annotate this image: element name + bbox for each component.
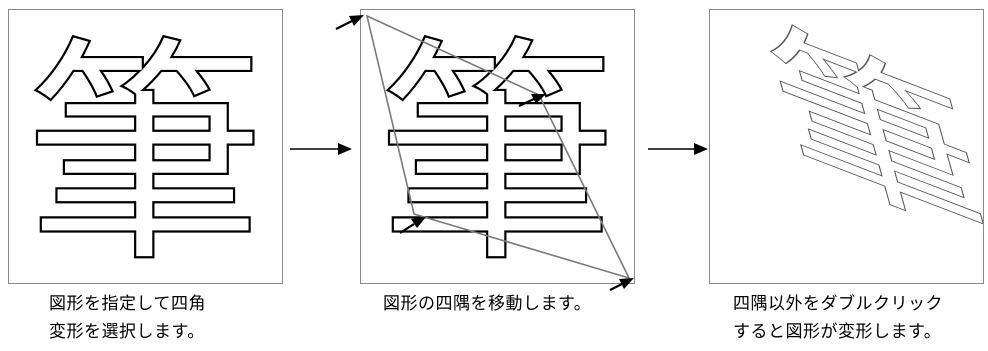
step2-figure: 筆 [365, 14, 631, 283]
step1-glyph: 筆 [25, 15, 265, 283]
step2-panel: 筆 [360, 9, 635, 284]
step1-caption-line1: 図形を指定して四角 [49, 294, 206, 314]
step3-figure: 筆 [746, 10, 983, 275]
step3-caption-line1: 四隅以外をダブルクリック [733, 294, 943, 314]
flow-arrow-2 [648, 143, 708, 155]
step3-caption-line2: すると図形が変形します。 [733, 322, 942, 342]
step1-panel: 筆 [8, 9, 283, 284]
step3-glyph: 筆 [747, 10, 983, 275]
step2-caption: 図形の四隅を移動します。 [383, 290, 591, 318]
step3-caption: 四隅以外をダブルクリック すると図形が変形します。 [733, 290, 943, 346]
flow-arrow-1 [290, 143, 352, 155]
step3-panel: 筆 [709, 9, 984, 284]
step1-caption: 図形を指定して四角 変形を選択します。 [49, 290, 206, 346]
step1-figure: 筆 [24, 14, 266, 283]
step1-caption-line2: 変形を選択します。 [49, 322, 205, 342]
step2-caption-line1: 図形の四隅を移動します。 [383, 294, 592, 314]
transform-quad [365, 14, 631, 280]
